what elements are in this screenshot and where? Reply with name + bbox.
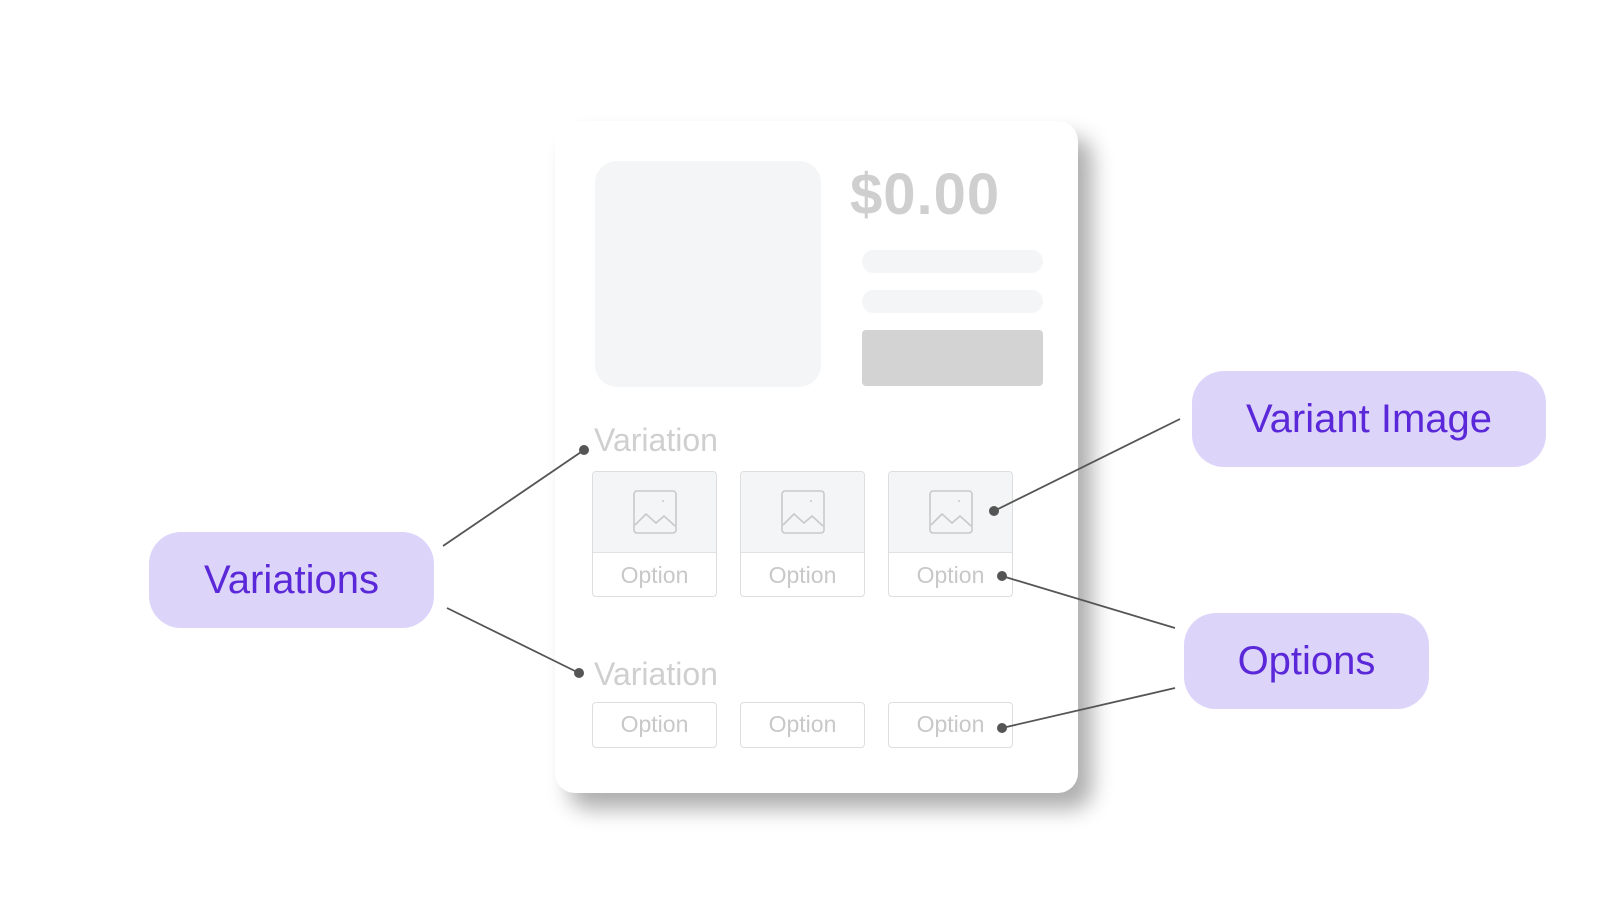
variant-image (741, 472, 864, 553)
callout-variant-image: Variant Image (1192, 371, 1546, 467)
variant-option-tile[interactable]: Option (592, 471, 717, 597)
option-chip[interactable]: Option (740, 702, 865, 748)
option-label: Option (768, 562, 837, 588)
option-chip[interactable]: Option (592, 702, 717, 748)
text-line-placeholder (862, 250, 1043, 273)
option-label: Option (620, 562, 689, 588)
connector-variant-image (993, 418, 1181, 512)
variant-option-tile[interactable]: Option (740, 471, 865, 597)
variant-image (593, 472, 716, 553)
variation-label: Variation (594, 656, 718, 692)
product-price: $0.00 (850, 162, 1001, 227)
connector-options-1 (1001, 575, 1176, 629)
variation-label: Variation (594, 422, 718, 458)
image-placeholder-icon (928, 490, 973, 534)
image-placeholder-icon (780, 490, 825, 534)
connector-options-2 (1001, 687, 1176, 729)
connector-dot (579, 445, 589, 455)
connector-variations-1 (442, 449, 585, 547)
callout-variations: Variations (149, 532, 434, 628)
connector-dot (989, 506, 999, 516)
text-line-placeholder (862, 290, 1043, 313)
connector-dot (997, 571, 1007, 581)
product-image-placeholder (595, 161, 821, 387)
callout-options: Options (1184, 613, 1429, 709)
option-label: Option (916, 562, 985, 588)
variant-option-tile[interactable]: Option (888, 471, 1013, 597)
image-placeholder-icon (632, 490, 677, 534)
connector-dot (574, 668, 584, 678)
add-to-cart-button-placeholder[interactable] (862, 330, 1043, 386)
product-card: $0.00 Variation Option Option (555, 121, 1078, 793)
connector-variations-2 (446, 607, 580, 674)
connector-dot (997, 723, 1007, 733)
